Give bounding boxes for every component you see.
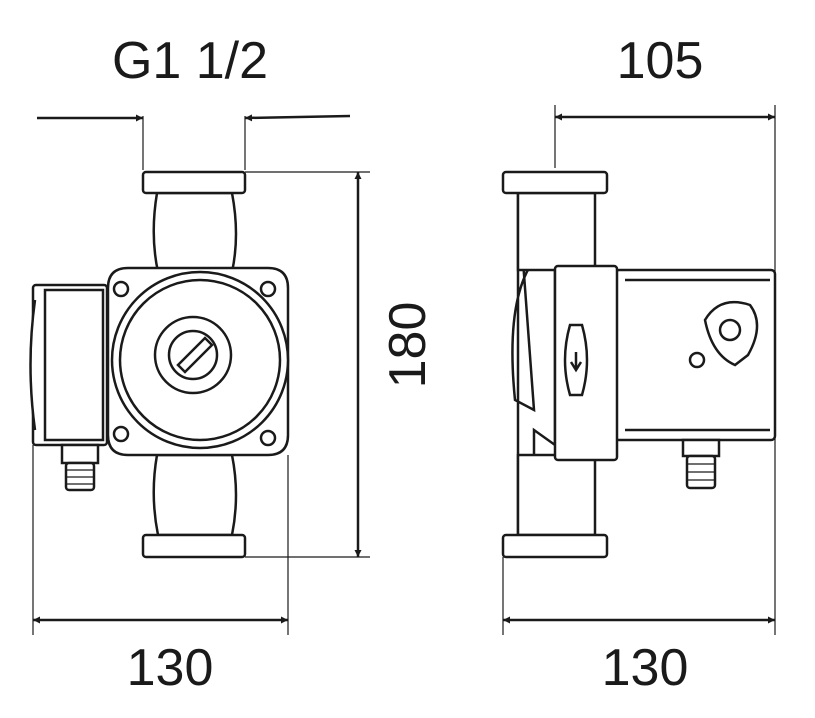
depth-label: 105 bbox=[617, 32, 704, 90]
side-view bbox=[501, 170, 777, 559]
screws bbox=[112, 280, 277, 447]
thread-label: G1 1/2 bbox=[112, 32, 268, 90]
dimension-lines bbox=[32, 105, 776, 635]
front-view bbox=[29, 170, 290, 559]
width-side-label: 130 bbox=[602, 639, 689, 697]
arrow-thread-right bbox=[244, 114, 351, 122]
height-label: 180 bbox=[379, 302, 437, 389]
width-front-label: 130 bbox=[127, 639, 214, 697]
